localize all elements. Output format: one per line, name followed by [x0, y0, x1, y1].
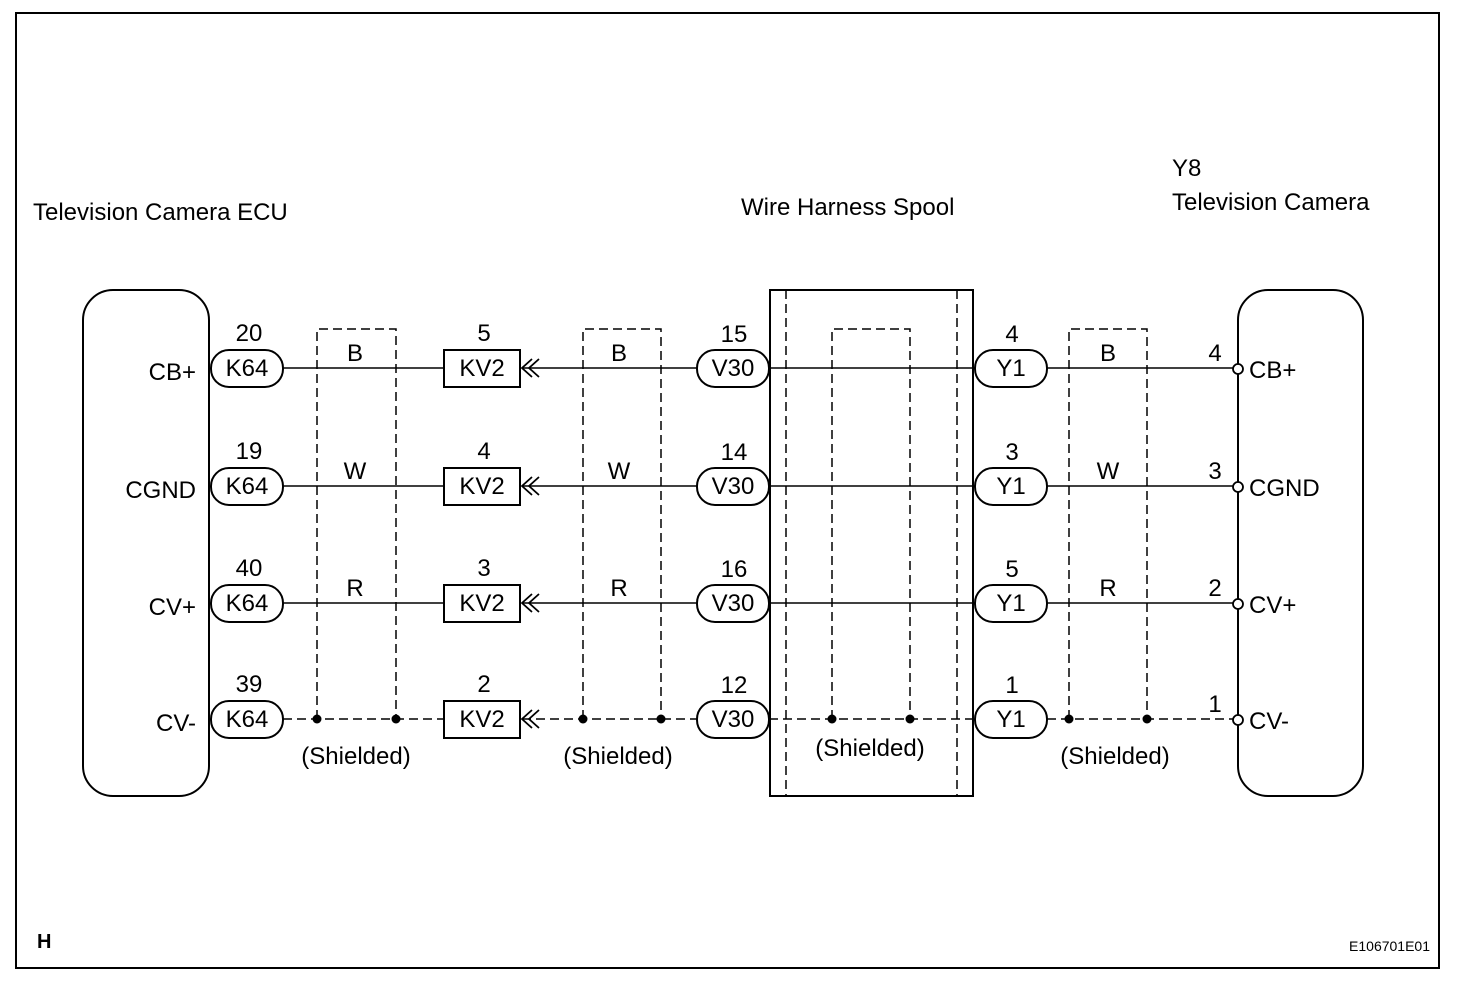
wire-color-3: R: [1099, 575, 1116, 602]
connector-kv2: [443, 349, 521, 388]
shield-box-3: [831, 328, 911, 719]
ecu-terminal-label: CB+: [149, 359, 196, 386]
figure-id: E106701E01: [1349, 938, 1430, 954]
shield-junction-dot: [578, 714, 588, 724]
shield-label-1: (Shielded): [301, 743, 410, 770]
camera-pin-number: 1: [1208, 691, 1221, 718]
ecu-terminal-label: CGND: [125, 477, 196, 504]
k64-pin-number: 40: [236, 555, 263, 582]
shield-junction-dot: [312, 714, 322, 724]
shield-junction-dot: [656, 714, 666, 724]
y1-pin-number: 1: [1005, 672, 1018, 699]
v30-pin-number: 16: [721, 556, 748, 583]
wire-color-2: R: [610, 575, 627, 602]
camera-pin-number: 2: [1208, 575, 1221, 602]
camera-terminal-circle: [1232, 481, 1244, 493]
v30-pin-number: 12: [721, 672, 748, 699]
wire-color-1: R: [346, 575, 363, 602]
shield-junction-dot: [827, 714, 837, 724]
spool-title: Wire Harness Spool: [741, 194, 954, 221]
camera-terminal-label: CV-: [1249, 708, 1289, 735]
diagram-frame: [15, 12, 1440, 969]
shield-junction-dot: [1142, 714, 1152, 724]
wire-color-3: B: [1100, 340, 1116, 367]
connector-kv2-label: KV2: [459, 473, 504, 500]
connector-y1-label: Y1: [996, 473, 1025, 500]
kv2-pin-number: 3: [477, 555, 490, 582]
camera-terminal-label: CV+: [1249, 592, 1296, 619]
shield-label-2: (Shielded): [563, 743, 672, 770]
shield-label-4: (Shielded): [1060, 743, 1169, 770]
camera-title: Television Camera: [1172, 189, 1370, 216]
connector-k64-label: K64: [226, 590, 269, 617]
connector-kv2: [443, 584, 521, 623]
camera-terminal-circle: [1232, 363, 1244, 375]
ecu-terminal-label: CV-: [156, 710, 196, 737]
connector-v30-label: V30: [712, 473, 755, 500]
wire-color-3: W: [1097, 458, 1120, 485]
shield-box-4: [1068, 328, 1148, 719]
wire-color-2: W: [608, 458, 631, 485]
connector-kv2: [443, 700, 521, 739]
shield-box-2: [582, 328, 662, 719]
wire-harness-spool: [769, 289, 974, 797]
camera-code: Y8: [1172, 155, 1201, 182]
connector-y1-label: Y1: [996, 706, 1025, 733]
v30-pin-number: 14: [721, 439, 748, 466]
camera-pin-number: 3: [1208, 458, 1221, 485]
camera-body: [1237, 289, 1364, 797]
connector-kv2: [443, 467, 521, 506]
kv2-pin-number: 2: [477, 671, 490, 698]
camera-terminal-label: CB+: [1249, 357, 1296, 384]
wire-color-2: B: [611, 340, 627, 367]
camera-terminal-circle: [1232, 598, 1244, 610]
shield-box-1: [316, 328, 397, 719]
corner-letter: H: [37, 931, 51, 953]
ecu-body: [82, 289, 210, 797]
camera-terminal-circle: [1232, 714, 1244, 726]
shield-junction-dot: [1064, 714, 1074, 724]
kv2-pin-number: 4: [477, 438, 490, 465]
connector-v30-label: V30: [712, 590, 755, 617]
connector-k64-label: K64: [226, 355, 269, 382]
connector-k64-label: K64: [226, 706, 269, 733]
kv2-pin-number: 5: [477, 320, 490, 347]
ecu-title: Television Camera ECU: [33, 199, 288, 226]
camera-terminal-label: CGND: [1249, 475, 1320, 502]
connector-v30-label: V30: [712, 355, 755, 382]
connector-y1-label: Y1: [996, 355, 1025, 382]
y1-pin-number: 5: [1005, 556, 1018, 583]
shield-junction-dot: [391, 714, 401, 724]
v30-pin-number: 15: [721, 321, 748, 348]
camera-pin-number: 4: [1208, 340, 1221, 367]
wire-color-1: B: [347, 340, 363, 367]
y1-pin-number: 3: [1005, 439, 1018, 466]
shield-label-3: (Shielded): [815, 735, 924, 762]
k64-pin-number: 20: [236, 320, 263, 347]
connector-y1-label: Y1: [996, 590, 1025, 617]
shield-boxes: [316, 328, 1148, 719]
connector-kv2-label: KV2: [459, 706, 504, 733]
ecu-terminal-label: CV+: [149, 594, 196, 621]
y1-pin-number: 4: [1005, 321, 1018, 348]
shield-junction-dot: [905, 714, 915, 724]
connector-v30-label: V30: [712, 706, 755, 733]
connector-k64-label: K64: [226, 473, 269, 500]
k64-pin-number: 19: [236, 438, 263, 465]
wire-color-1: W: [344, 458, 367, 485]
k64-pin-number: 39: [236, 671, 263, 698]
connector-kv2-label: KV2: [459, 590, 504, 617]
connector-kv2-label: KV2: [459, 355, 504, 382]
